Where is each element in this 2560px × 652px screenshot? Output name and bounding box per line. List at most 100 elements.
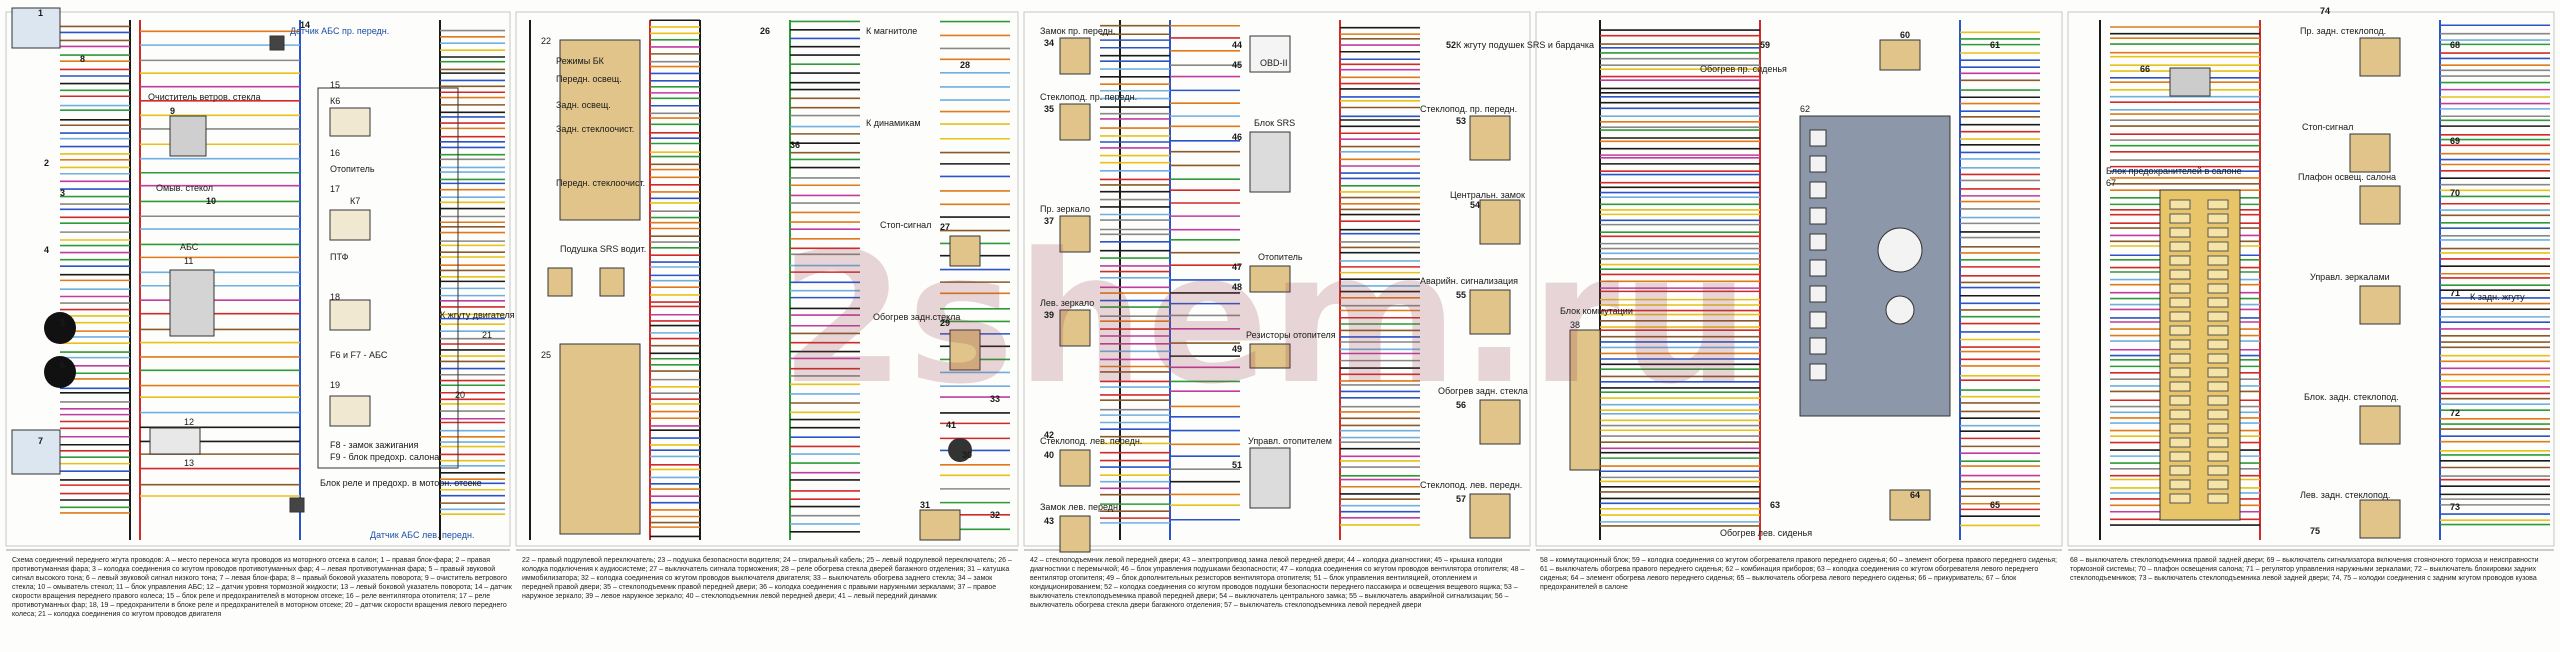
fuse-slot bbox=[2169, 409, 2191, 420]
label-front-left-window-sw: Стеклопод. лев. передн. bbox=[1420, 480, 1523, 490]
label-rear-glass: Задн. стеклоочист. bbox=[556, 124, 635, 134]
fuse-slot bbox=[2169, 479, 2191, 490]
abs-sensor-left bbox=[289, 497, 305, 513]
fuel-gauge-icon bbox=[1885, 295, 1915, 325]
component-number: 27 bbox=[940, 222, 951, 232]
description-panel-4: 58 – коммутационный блок; 59 – колодка с… bbox=[1540, 557, 2057, 591]
component-number: 29 bbox=[940, 318, 951, 328]
fuse-slot bbox=[2207, 297, 2229, 308]
component-number: 56 bbox=[1456, 400, 1467, 410]
panel-frame-4 bbox=[1535, 11, 2063, 547]
speaker-left-icon bbox=[948, 438, 972, 462]
label-rear-beam: Задн. освещ. bbox=[556, 100, 611, 110]
fuse-f6-f7 bbox=[329, 299, 371, 331]
horn-left-icon bbox=[44, 356, 76, 388]
fuse-slot bbox=[2169, 395, 2191, 406]
component-number: 8 bbox=[80, 54, 86, 64]
heater-control bbox=[1249, 447, 1291, 509]
mirror-left bbox=[1059, 309, 1091, 347]
component-number: 72 bbox=[2450, 408, 2461, 418]
component-number: 4 bbox=[44, 245, 50, 255]
fuse-slot bbox=[2169, 311, 2191, 322]
label-front-right-seat-heat: Обогрев пр. сиденья bbox=[1700, 64, 1787, 74]
component-number: 5 bbox=[60, 318, 66, 328]
window-front-left bbox=[1059, 449, 1091, 487]
fuse-slot bbox=[2207, 353, 2229, 364]
fuse-slot bbox=[2207, 227, 2229, 238]
sw-rear-left-window bbox=[2359, 499, 2401, 539]
salon-lamp bbox=[2359, 185, 2401, 225]
label-srs-harness: К жгуту подушек SRS и бардачка bbox=[1456, 40, 1595, 50]
fuse-slot bbox=[2169, 255, 2191, 266]
fuse-slot bbox=[2207, 283, 2229, 294]
fuse-slot bbox=[2169, 269, 2191, 280]
component-number: 9 bbox=[170, 106, 176, 116]
component-number: 42 bbox=[1044, 430, 1055, 440]
cluster-lamp bbox=[1809, 207, 1827, 225]
component-number: 74 bbox=[2320, 6, 2331, 16]
label-11: 11 bbox=[184, 256, 194, 266]
label-front-left-window: Стеклопод. лев. передн. bbox=[1040, 436, 1143, 446]
fuse-slot bbox=[2207, 423, 2229, 434]
label-front-right-lock: Замок пр. передн. bbox=[1040, 26, 1116, 36]
cluster-lamp bbox=[1809, 363, 1827, 381]
label-abs: АБС bbox=[180, 242, 199, 252]
label-srs-block: Блок SRS bbox=[1254, 118, 1296, 128]
label-abs-front-right-sensor: Датчик АБС пр. передн. bbox=[290, 26, 390, 36]
cluster-lamp bbox=[1809, 337, 1827, 355]
cluster-lamp bbox=[1809, 181, 1827, 199]
sw-rear-right-window bbox=[2359, 37, 2401, 77]
component-number: 6 bbox=[60, 360, 66, 370]
heater-fan bbox=[1249, 265, 1291, 293]
label-38: 38 bbox=[1570, 320, 1581, 330]
label-18: 18 bbox=[330, 292, 341, 302]
component-number: 70 bbox=[2450, 188, 2461, 198]
horn-right-icon bbox=[44, 312, 76, 344]
label-relay-block: Блок реле и предохр. в моторн. отсеке bbox=[320, 478, 482, 488]
label-windshield-cleaner: Очиститель ветров. стекла bbox=[148, 92, 261, 102]
label-ptf: ПТФ bbox=[330, 252, 349, 262]
label-heater-control: Управл. отопителем bbox=[1248, 436, 1332, 446]
mirror-right bbox=[1059, 215, 1091, 253]
component-number: 45 bbox=[1232, 60, 1243, 70]
label-window-block: Блок. задн. стеклопод. bbox=[2304, 392, 2399, 402]
fuse-slot bbox=[2169, 381, 2191, 392]
label-right-mirror: Пр. зеркало bbox=[1040, 204, 1091, 214]
switch-left bbox=[559, 343, 641, 535]
label-salon-fuse: F9 - блок предохр. салона bbox=[330, 452, 440, 462]
component-number: 26 bbox=[760, 26, 771, 36]
component-number: 54 bbox=[1470, 200, 1481, 210]
cluster-lamp bbox=[1809, 155, 1827, 173]
component-number: 40 bbox=[1044, 450, 1055, 460]
fuse-slot bbox=[2207, 255, 2229, 266]
label-front-beam: Передн. освещ. bbox=[556, 74, 622, 84]
label-stop-lamp: Стоп-сигнал bbox=[2302, 122, 2354, 132]
component-number: 65 bbox=[1990, 500, 2001, 510]
brake-fluid-sensor bbox=[149, 427, 201, 455]
label-k7: К7 bbox=[350, 196, 361, 206]
seat-heat-right bbox=[1879, 39, 1921, 71]
component-number: 35 bbox=[1044, 104, 1055, 114]
component-number: 57 bbox=[1456, 494, 1467, 504]
label-heater: Отопитель bbox=[1258, 252, 1303, 262]
label-25: 25 bbox=[541, 350, 552, 360]
panel-frame-2 bbox=[515, 11, 1019, 547]
sw-rear-heat bbox=[1479, 399, 1521, 445]
label-stop-signal: Стоп-сигнал bbox=[880, 220, 932, 230]
component-number: 60 bbox=[1900, 30, 1911, 40]
fuse-slot bbox=[2169, 465, 2191, 476]
fuse-slot bbox=[2169, 297, 2191, 308]
sw-handbrake bbox=[2349, 133, 2391, 173]
component-number: 48 bbox=[1232, 282, 1243, 292]
airbag-spiral bbox=[599, 267, 625, 297]
lock-front-right bbox=[1059, 37, 1091, 75]
headlamp-left bbox=[11, 429, 61, 475]
component-number: 3 bbox=[60, 188, 66, 198]
seat-heat-left bbox=[1889, 489, 1931, 521]
cluster-lamp bbox=[1809, 233, 1827, 251]
component-number: 41 bbox=[946, 420, 957, 430]
label-front-left-seat-heat: Обогрев лев. сиденья bbox=[1720, 528, 1813, 538]
cluster-lamp bbox=[1809, 259, 1827, 277]
component-number: 39 bbox=[1044, 310, 1055, 320]
